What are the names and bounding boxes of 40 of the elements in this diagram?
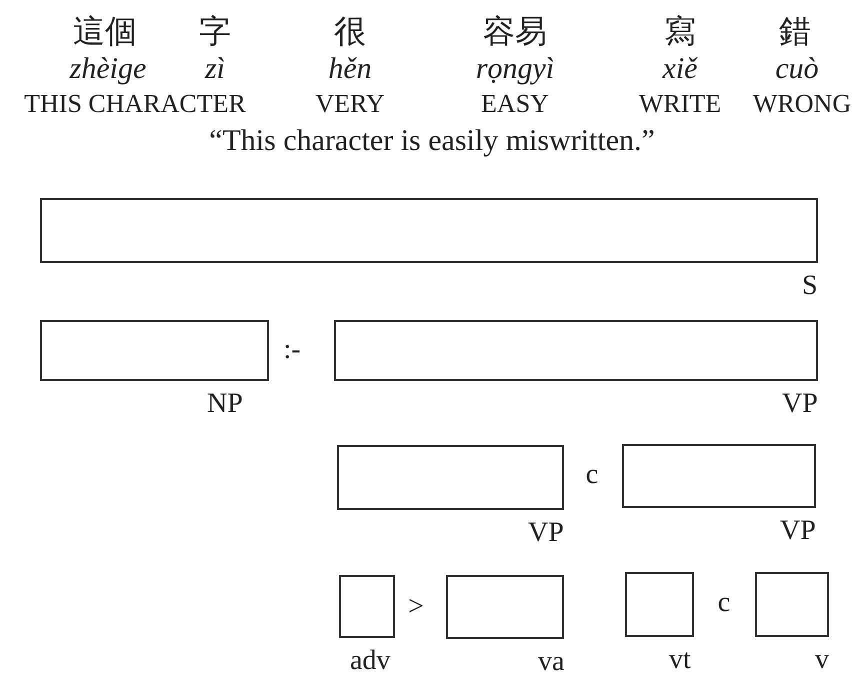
- hanzi-word: 錯: [779, 14, 811, 48]
- gloss-word: WRITE: [638, 88, 722, 120]
- constituent-box: [622, 444, 816, 508]
- category-label: va: [538, 647, 564, 677]
- hanzi-word: 字: [199, 14, 231, 48]
- constituent-box: [334, 320, 818, 381]
- operator-symbol: c: [718, 586, 730, 620]
- gloss-word: THIS CHARACTER: [24, 88, 246, 120]
- hanzi-word: 容易: [483, 14, 547, 48]
- pinyin-word: cuò: [775, 52, 819, 86]
- category-label: vt: [669, 645, 691, 675]
- category-label: NP: [207, 389, 243, 419]
- category-label: adv: [350, 646, 390, 676]
- pinyin-word: hěn: [328, 52, 372, 86]
- constituent-box: [625, 572, 694, 637]
- gloss-word: VERY: [315, 88, 385, 120]
- pinyin-word: zì: [205, 52, 225, 86]
- operator-symbol: c: [586, 458, 598, 492]
- constituent-box: [446, 575, 564, 639]
- constituent-box: [40, 198, 818, 263]
- category-label: VP: [528, 518, 564, 548]
- gloss-word: WRONG: [752, 88, 852, 120]
- translation-text: “This character is easily miswritten.”: [209, 124, 655, 158]
- hanzi-word: 這個: [73, 14, 137, 48]
- category-label: S: [802, 271, 818, 301]
- constituent-box: [337, 445, 564, 510]
- pinyin-word: zhèige: [70, 52, 146, 86]
- pinyin-word: xiě: [662, 52, 698, 86]
- pinyin-word: rọngyì: [476, 52, 554, 86]
- category-label: VP: [782, 389, 818, 419]
- constituent-box: [755, 572, 829, 637]
- operator-symbol: >: [408, 590, 424, 624]
- hanzi-word: 很: [334, 14, 366, 48]
- hanzi-word: 寫: [664, 14, 696, 48]
- category-label: VP: [780, 516, 816, 546]
- category-label: v: [815, 645, 829, 675]
- operator-symbol: :-: [283, 333, 301, 367]
- constituent-box: [40, 320, 269, 381]
- constituent-box: [339, 575, 395, 638]
- gloss-word: EASY: [481, 88, 549, 120]
